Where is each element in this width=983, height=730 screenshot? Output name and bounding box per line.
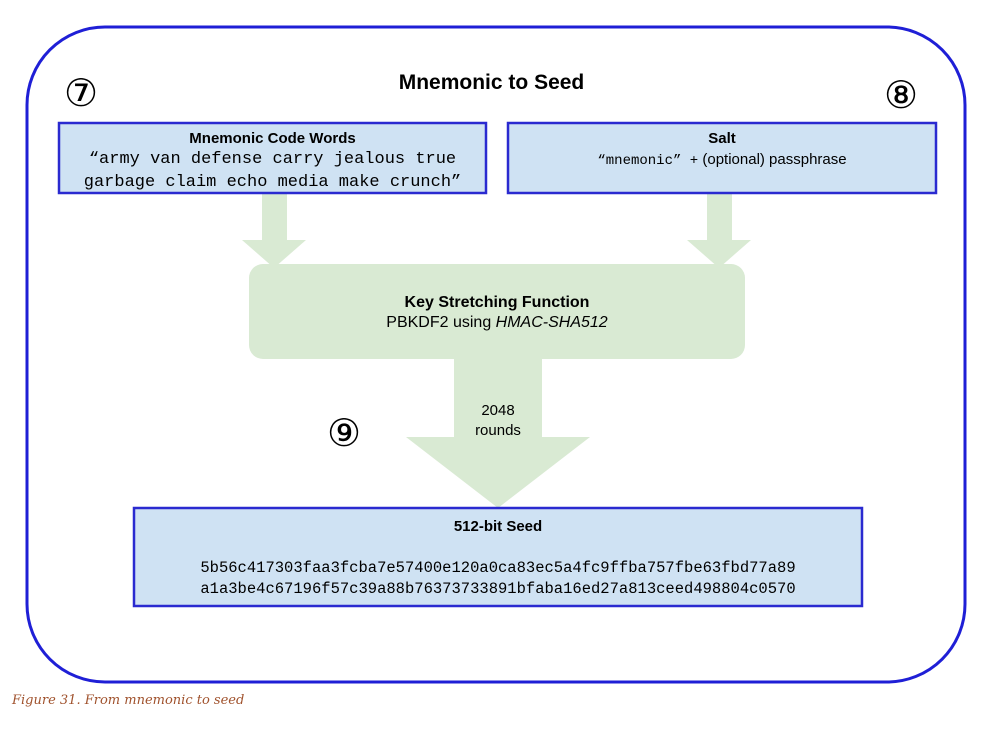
mnemonic-words-line-2: garbage claim echo media make crunch” [83, 173, 462, 192]
key-stretching-block [249, 264, 745, 359]
mnemonic-box-title: Mnemonic Code Words [189, 130, 356, 147]
salt-arrow [687, 193, 751, 268]
rounds-label: rounds [475, 422, 521, 439]
figure-caption: Figure 31. From mnemonic to seed [12, 693, 245, 708]
rounds-arrow [406, 358, 590, 508]
salt-box [506, 121, 938, 195]
step-7-marker: ⑦ [64, 71, 99, 115]
salt-passphrase-text: (optional) passphrase [702, 151, 847, 168]
mnemonic-box [57, 121, 488, 195]
hmac-text: HMAC-SHA512 [495, 314, 608, 331]
salt-box-title: Salt [708, 130, 736, 147]
key-stretching-title: Key Stretching Function [404, 294, 590, 311]
step-8-marker: ⑧ [884, 73, 919, 117]
salt-formula: “mnemonic” + (optional) passphrase [508, 151, 936, 169]
seed-box [132, 506, 864, 608]
mnemonic-words-line-1: “army van defense carry jealous true [88, 150, 457, 169]
rounds-count: 2048 [481, 402, 515, 419]
key-stretching-subtitle: PBKDF2 using HMAC-SHA512 [249, 314, 745, 332]
seed-hex-line-2: a1a3be4c67196f57c39a88b76373733891bfaba1… [200, 580, 796, 598]
seed-hex-line-1: 5b56c417303faa3fcba7e57400e120a0ca83ec5a… [200, 559, 796, 577]
salt-mnemonic-literal: “mnemonic” + [597, 153, 699, 169]
diagram-title: Mnemonic to Seed [398, 71, 585, 94]
pbkdf2-text: PBKDF2 using [386, 314, 496, 331]
seed-box-title: 512-bit Seed [453, 518, 543, 535]
step-9-marker: ⑨ [327, 411, 362, 455]
mnemonic-arrow [242, 193, 306, 268]
